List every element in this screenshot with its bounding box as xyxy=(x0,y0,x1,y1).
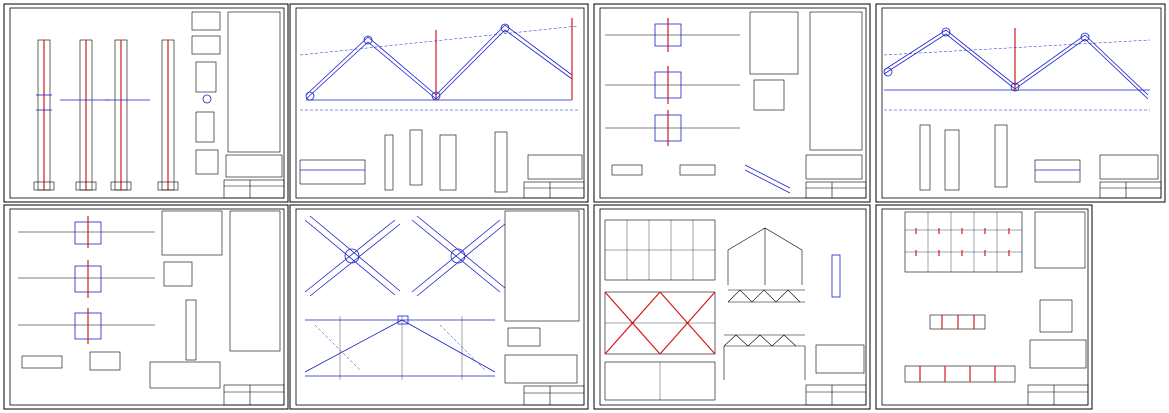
title-block xyxy=(223,384,285,406)
specification-table xyxy=(1034,211,1086,333)
framing-plan-bottom xyxy=(604,361,716,401)
section-1 xyxy=(929,314,986,330)
sheet-4[interactable] xyxy=(875,3,1166,203)
section-2 xyxy=(904,365,1016,383)
sheet-7[interactable] xyxy=(593,204,871,410)
notes-block xyxy=(504,354,578,384)
node-detail-1 xyxy=(605,18,740,52)
title-block xyxy=(523,181,585,199)
node-detail-3 xyxy=(18,308,155,344)
node-detail-2 xyxy=(605,66,740,104)
framing-plan-top xyxy=(604,219,716,281)
specification-table xyxy=(227,11,281,153)
column-elevation-1 xyxy=(33,39,55,191)
node-detail-3 xyxy=(605,110,740,146)
title-block xyxy=(523,385,585,406)
column-elevation-3 xyxy=(105,39,150,191)
column-elevation-4 xyxy=(157,39,179,191)
x-bracing-detail-2 xyxy=(411,215,506,297)
roof-bracing-elevation xyxy=(304,315,496,380)
sheet-2[interactable] xyxy=(289,3,589,203)
notes-block xyxy=(815,344,865,374)
node-detail-2 xyxy=(18,260,155,298)
layout-plan-grid xyxy=(904,211,1023,273)
frame-section-1 xyxy=(727,227,803,285)
column-detail xyxy=(831,254,841,298)
title-block xyxy=(1099,181,1162,199)
specification-table xyxy=(749,11,863,151)
sheet-1[interactable] xyxy=(3,3,289,203)
notes-block xyxy=(1099,154,1159,180)
frame-section-2 xyxy=(727,289,805,303)
title-block xyxy=(805,384,867,406)
notes-block xyxy=(1029,339,1087,369)
node-detail-row xyxy=(299,129,508,193)
specification-table xyxy=(504,210,580,347)
node-detail-row xyxy=(919,124,1081,191)
piece-details xyxy=(21,299,197,371)
title-block xyxy=(223,179,285,199)
sheet-5[interactable] xyxy=(3,204,289,410)
framing-plan-bracing xyxy=(604,291,716,355)
specification-table xyxy=(161,210,281,352)
title-block xyxy=(805,181,867,199)
truss-elevation-drawing xyxy=(883,27,1151,111)
bracing-piece-row xyxy=(611,164,791,194)
notes-block xyxy=(527,154,583,180)
notes-block xyxy=(805,154,863,180)
x-bracing-detail-1 xyxy=(304,215,401,297)
notes-block xyxy=(149,361,221,389)
sheet-3[interactable] xyxy=(593,3,871,203)
notes-block xyxy=(225,154,283,178)
node-detail-1 xyxy=(18,216,155,248)
detail-stack xyxy=(191,11,221,175)
column-elevation-2 xyxy=(60,39,110,191)
frame-section-3 xyxy=(723,334,806,380)
truss-elevation-drawing xyxy=(299,18,579,111)
sheet-6[interactable] xyxy=(289,204,589,410)
sheet-8[interactable] xyxy=(875,204,1093,410)
title-block xyxy=(1027,384,1089,406)
